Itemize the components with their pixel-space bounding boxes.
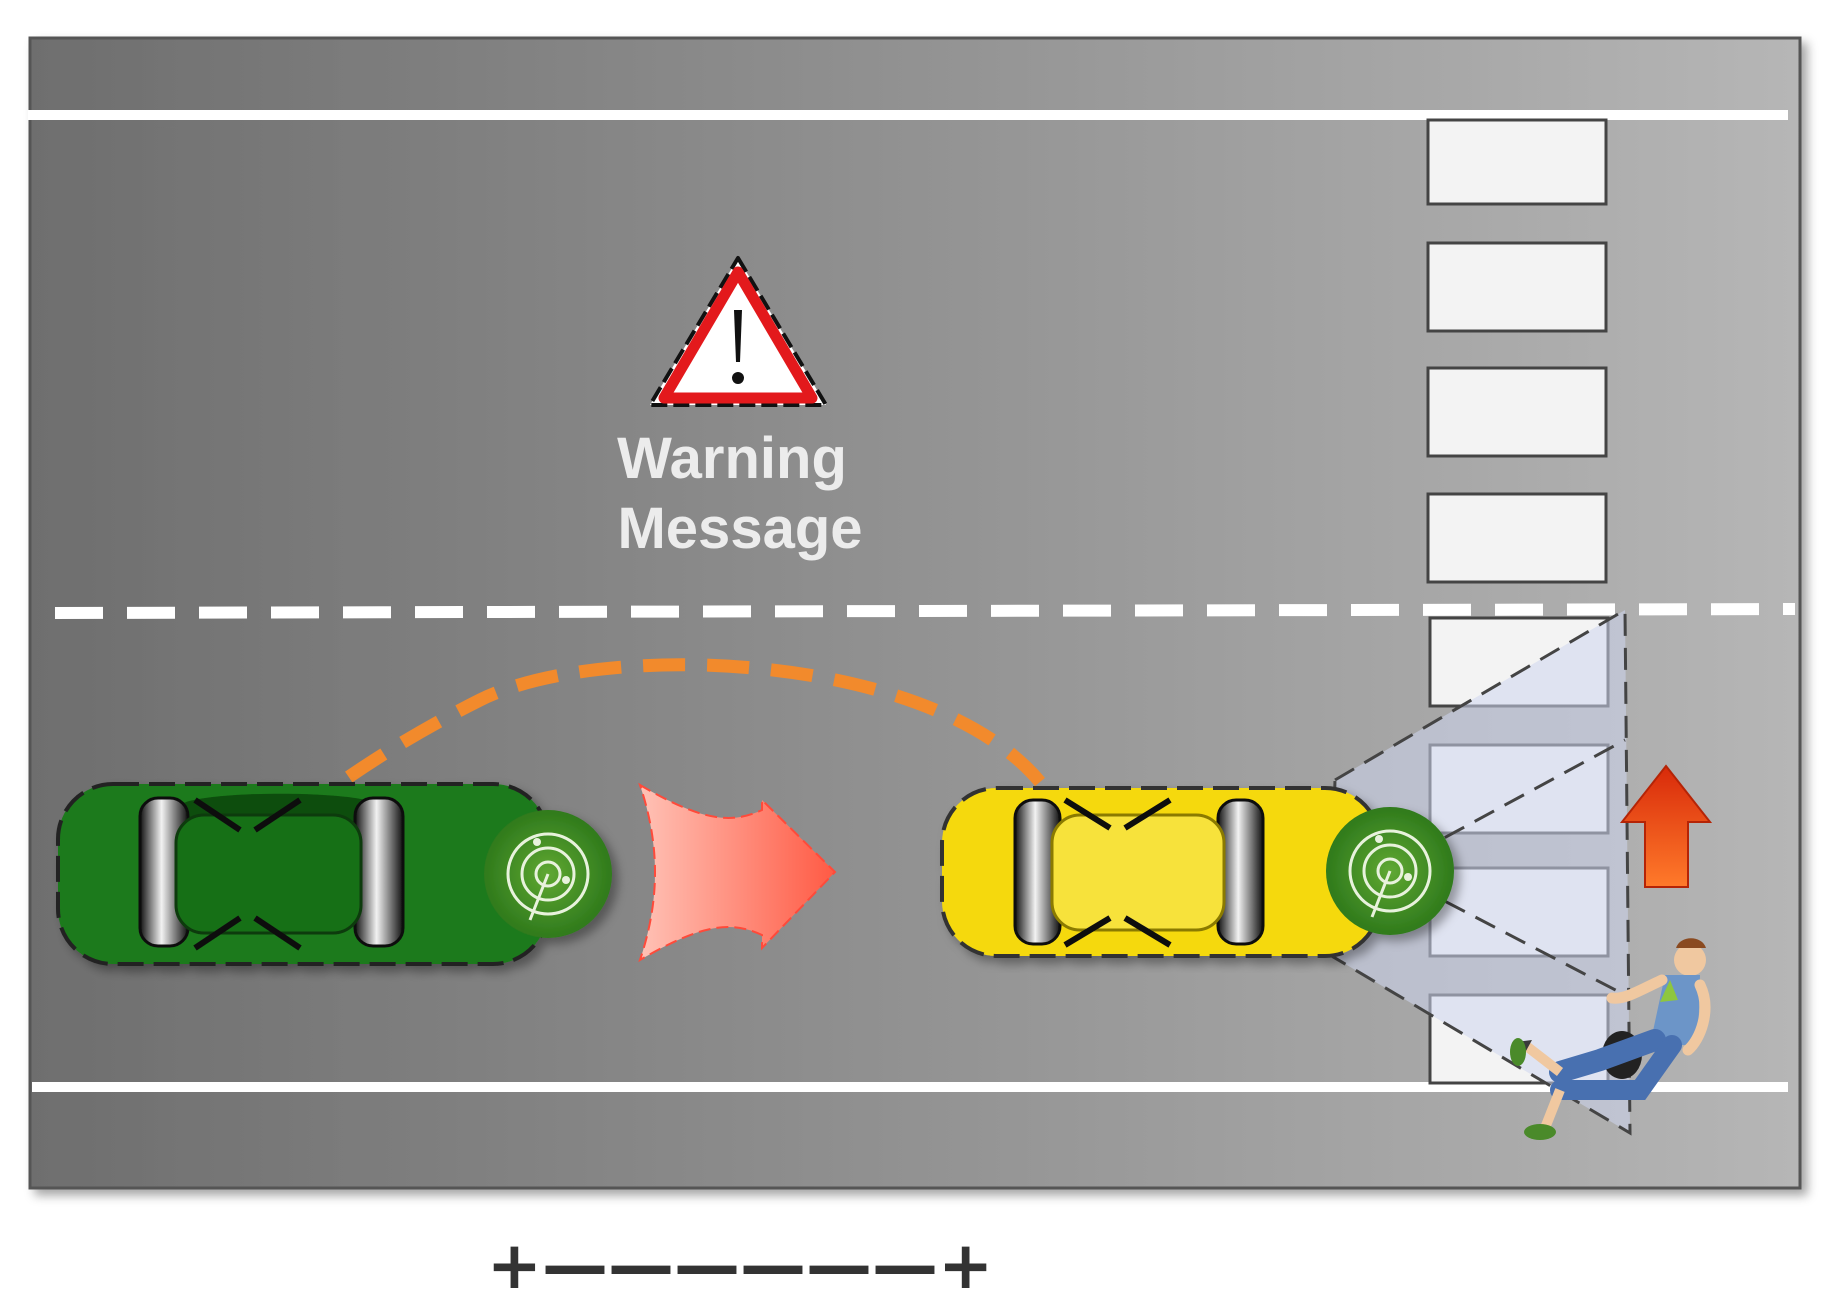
bottom-curb-line bbox=[32, 1082, 1788, 1092]
following-vehicle-radar-icon bbox=[484, 810, 612, 938]
warning-message-line2: Message bbox=[617, 496, 862, 561]
leading-vehicle-radar-icon bbox=[1326, 807, 1454, 935]
motion-arrow bbox=[638, 782, 837, 963]
warning-message-line1: Warning bbox=[617, 426, 847, 491]
distance-indicator: +——————+ bbox=[487, 1227, 994, 1299]
top-curb-line bbox=[28, 110, 1788, 120]
leading-vehicle bbox=[940, 786, 1454, 958]
pedestrian-direction-arrow bbox=[1619, 764, 1713, 888]
warning-triangle-icon bbox=[648, 256, 828, 407]
road bbox=[28, 36, 1802, 1190]
center-dashed-line bbox=[54, 603, 1796, 619]
pedestrian-figure bbox=[1510, 938, 1711, 1140]
following-vehicle bbox=[56, 782, 612, 966]
